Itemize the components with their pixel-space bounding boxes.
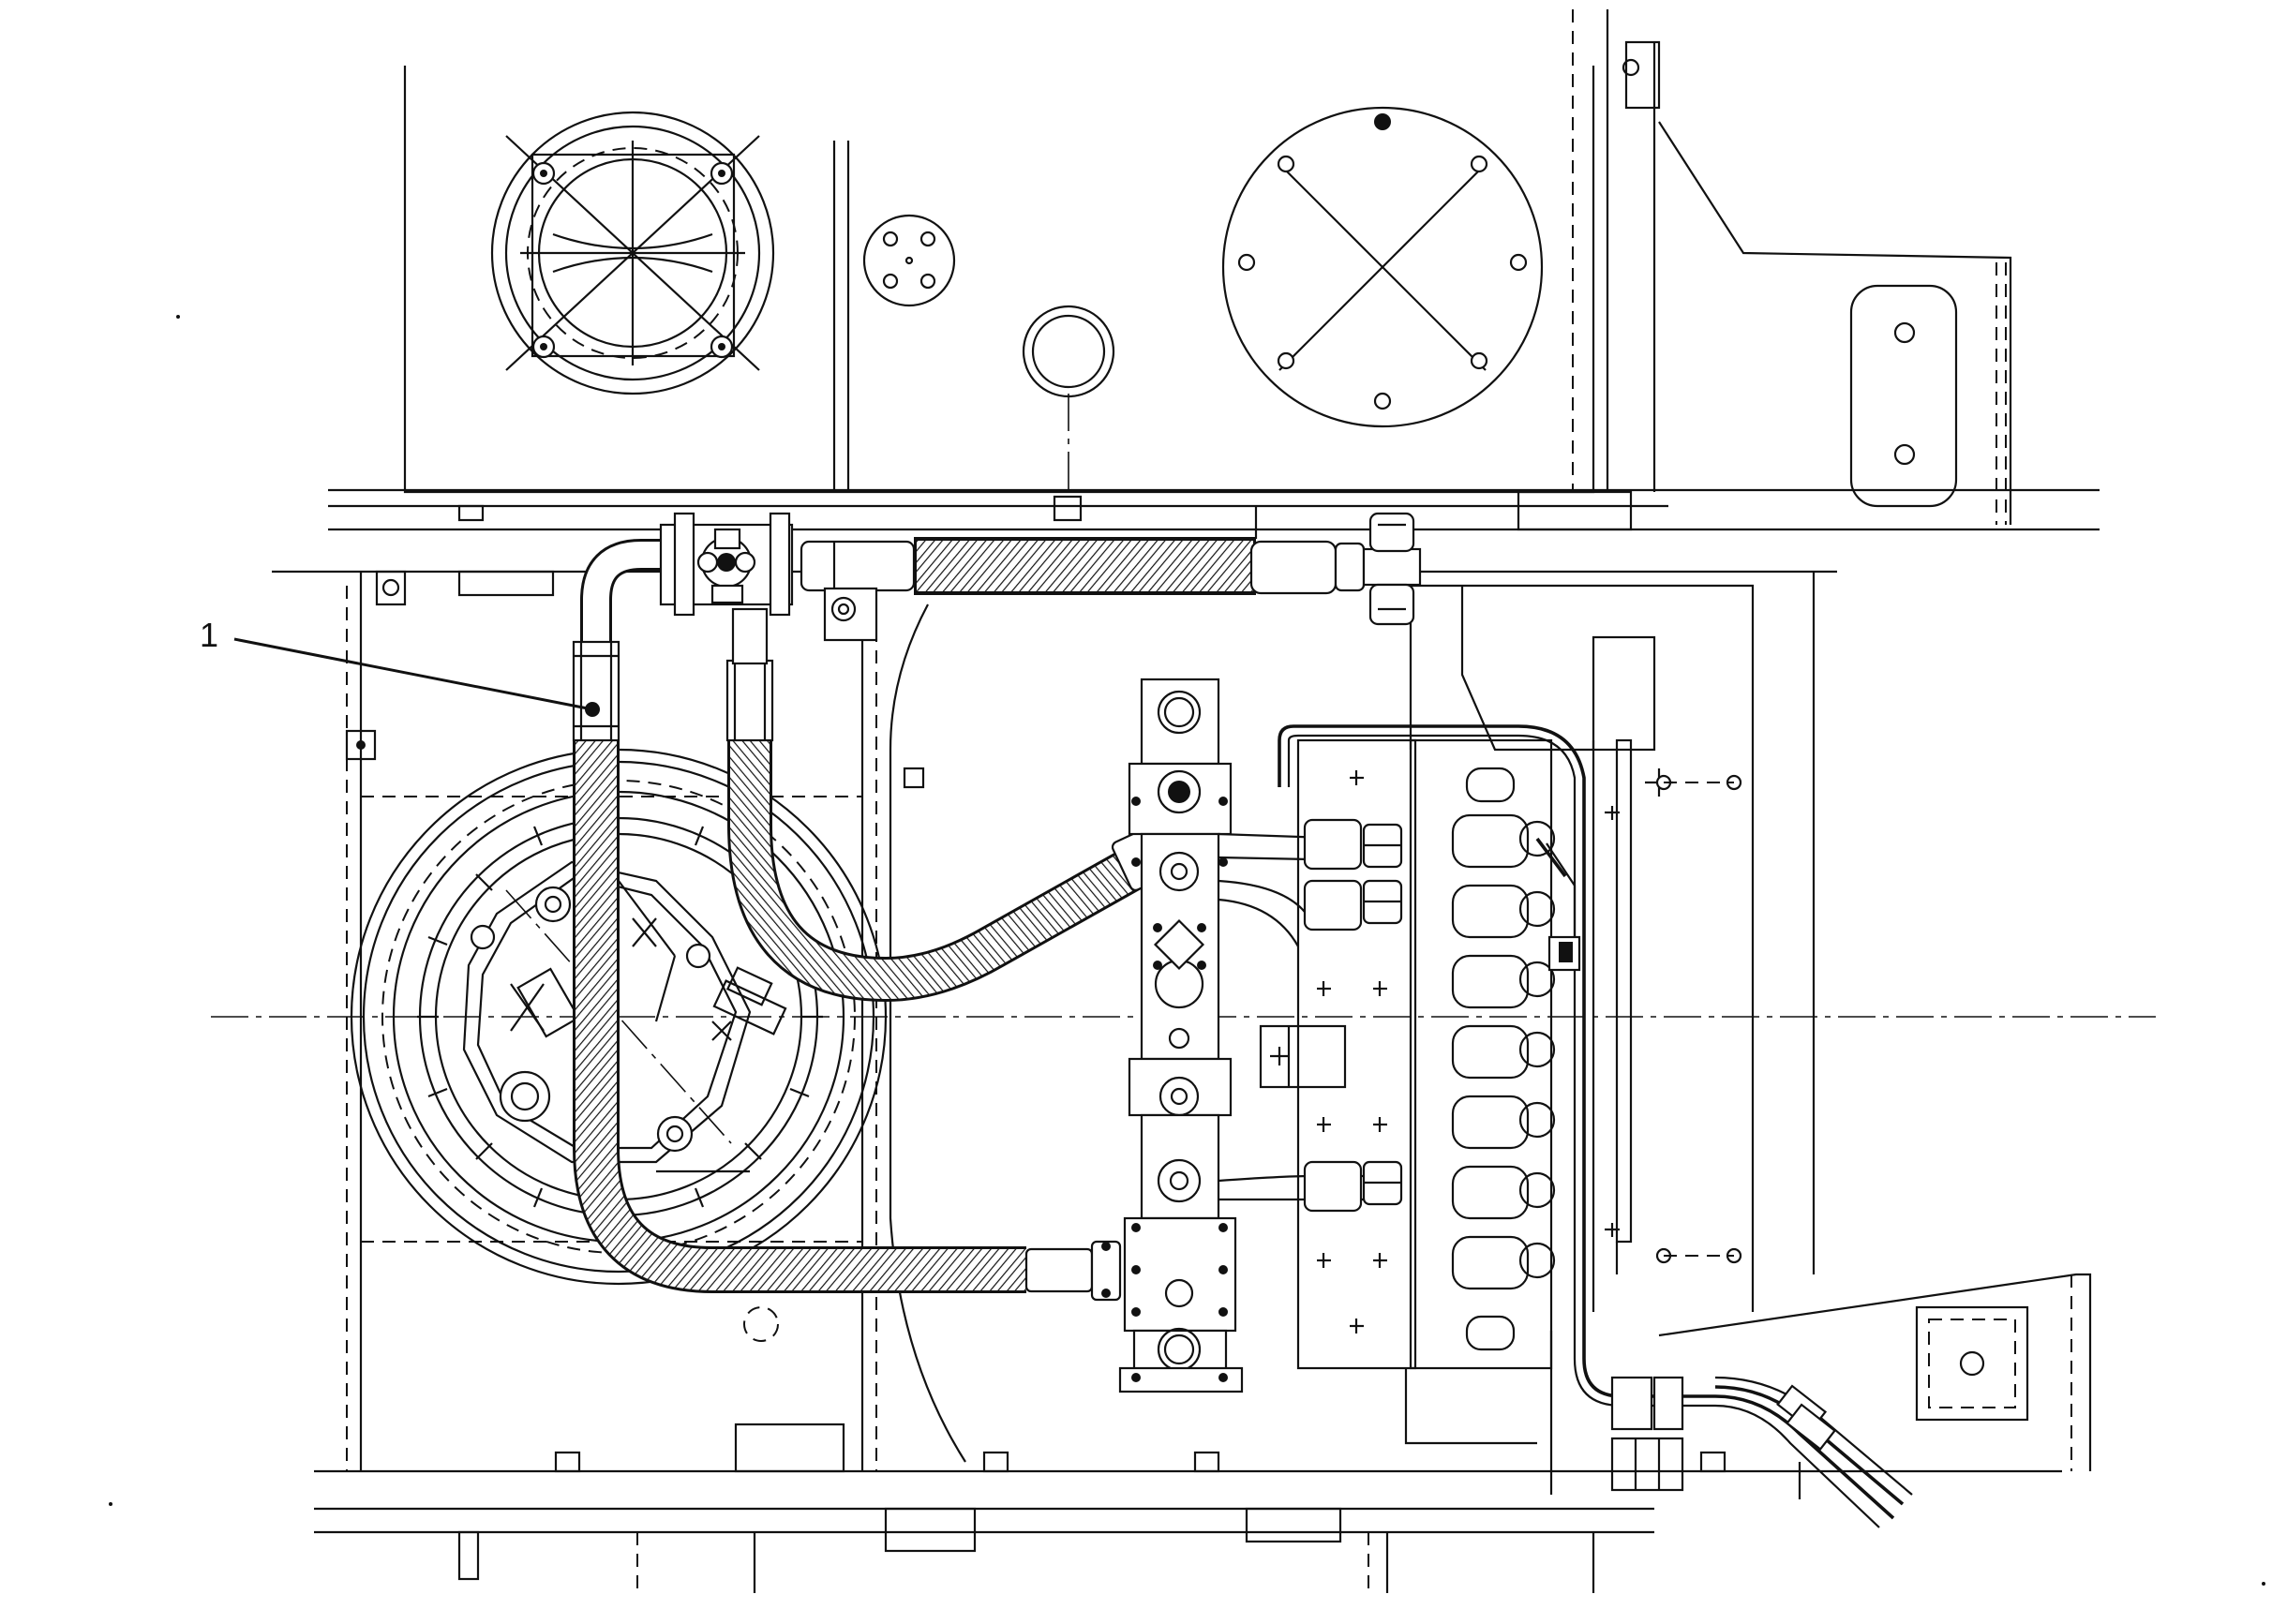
hose-2-fitting xyxy=(725,607,774,742)
filler-cap xyxy=(1022,305,1115,497)
pipe-elbow xyxy=(572,539,675,742)
callout-1-dot xyxy=(585,702,600,717)
hose-3-top xyxy=(914,537,1256,595)
hose-1-end-fitting xyxy=(1024,1240,1122,1302)
control-valve-block xyxy=(1259,738,1556,1370)
motor-cover-flange xyxy=(490,111,775,395)
top-manifold xyxy=(659,512,1422,642)
inspection-cover xyxy=(1221,106,1544,428)
pilot-line xyxy=(1278,724,1913,1528)
callout-1-label: 1 xyxy=(200,616,218,654)
valve-stack xyxy=(1118,678,1244,1393)
lower-frame xyxy=(272,570,2062,1593)
valve-spools xyxy=(1451,767,1556,1351)
hose-2 xyxy=(727,731,1155,1002)
valve-connecting-tubes xyxy=(1218,818,1403,1213)
upper-housing xyxy=(328,9,2100,539)
right-frame xyxy=(1404,584,2092,1499)
small-port-flange xyxy=(862,214,956,307)
callout-1: 1 xyxy=(200,616,600,717)
hose-1-main xyxy=(573,736,1026,1293)
